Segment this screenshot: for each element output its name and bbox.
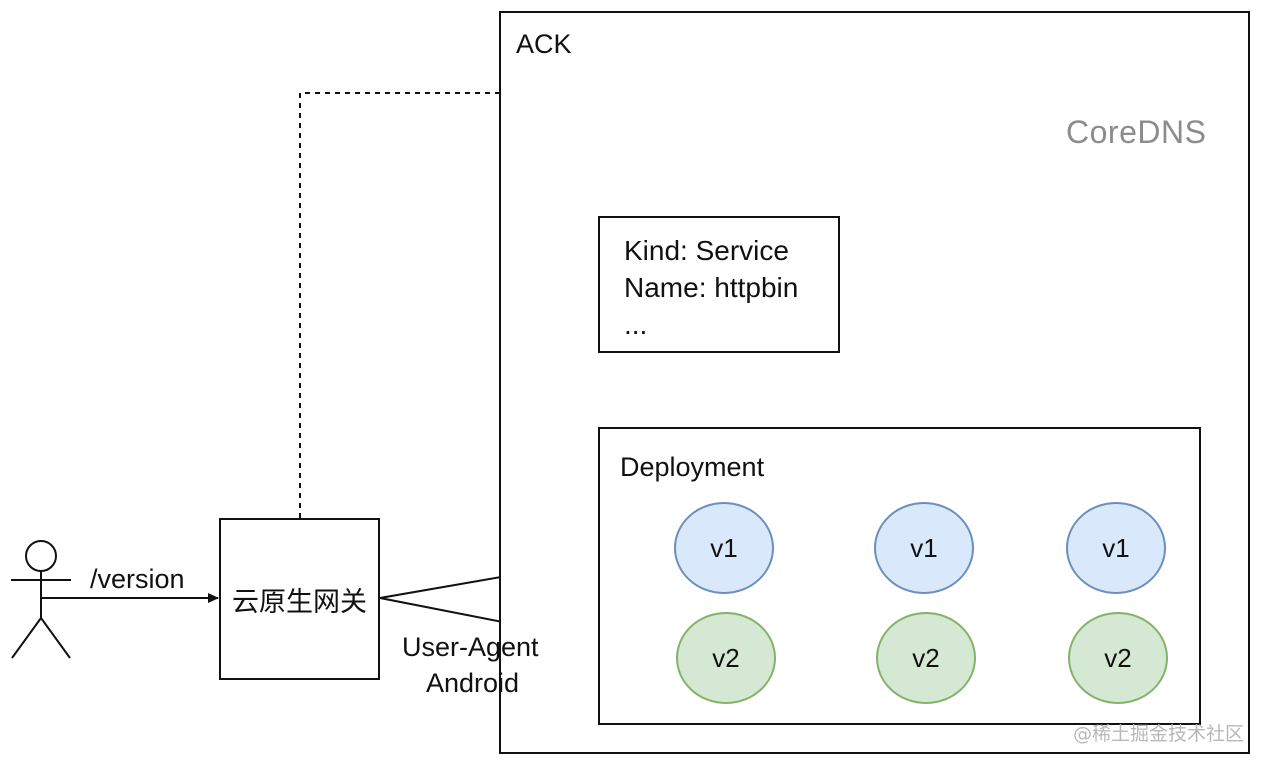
deployment-label: Deployment — [620, 452, 765, 482]
pod-v2: v2 — [676, 612, 776, 704]
service-box: Kind: Service Name: httpbin ... — [598, 216, 840, 353]
ack-cluster-label: ACK — [516, 29, 572, 59]
watermark: @稀土掘金技术社区 — [1072, 723, 1244, 745]
service-name: Name: httpbin — [624, 272, 799, 303]
gateway-label: 云原生网关 — [232, 586, 367, 618]
user-actor-icon — [11, 540, 71, 659]
service-kind: Kind: Service — [624, 235, 789, 266]
coredns-label-dns: DNS — [1137, 114, 1207, 150]
gateway-box: 云原生网关 — [219, 518, 380, 680]
coredns-logo: CoreDNS — [1066, 114, 1206, 151]
service-text: Kind: Service Name: httpbin ... — [624, 232, 798, 343]
pod-v1: v1 — [1066, 502, 1166, 594]
pod-v1: v1 — [674, 502, 774, 594]
coredns-label-core: Core — [1066, 114, 1138, 150]
pod-v2: v2 — [876, 612, 976, 704]
pod-v2: v2 — [1068, 612, 1168, 704]
pod-v1: v1 — [874, 502, 974, 594]
header-value-label: Android — [426, 668, 520, 698]
service-more: ... — [624, 309, 648, 340]
header-key-label: User-Agent — [402, 632, 539, 662]
request-path-label: /version — [90, 564, 185, 594]
